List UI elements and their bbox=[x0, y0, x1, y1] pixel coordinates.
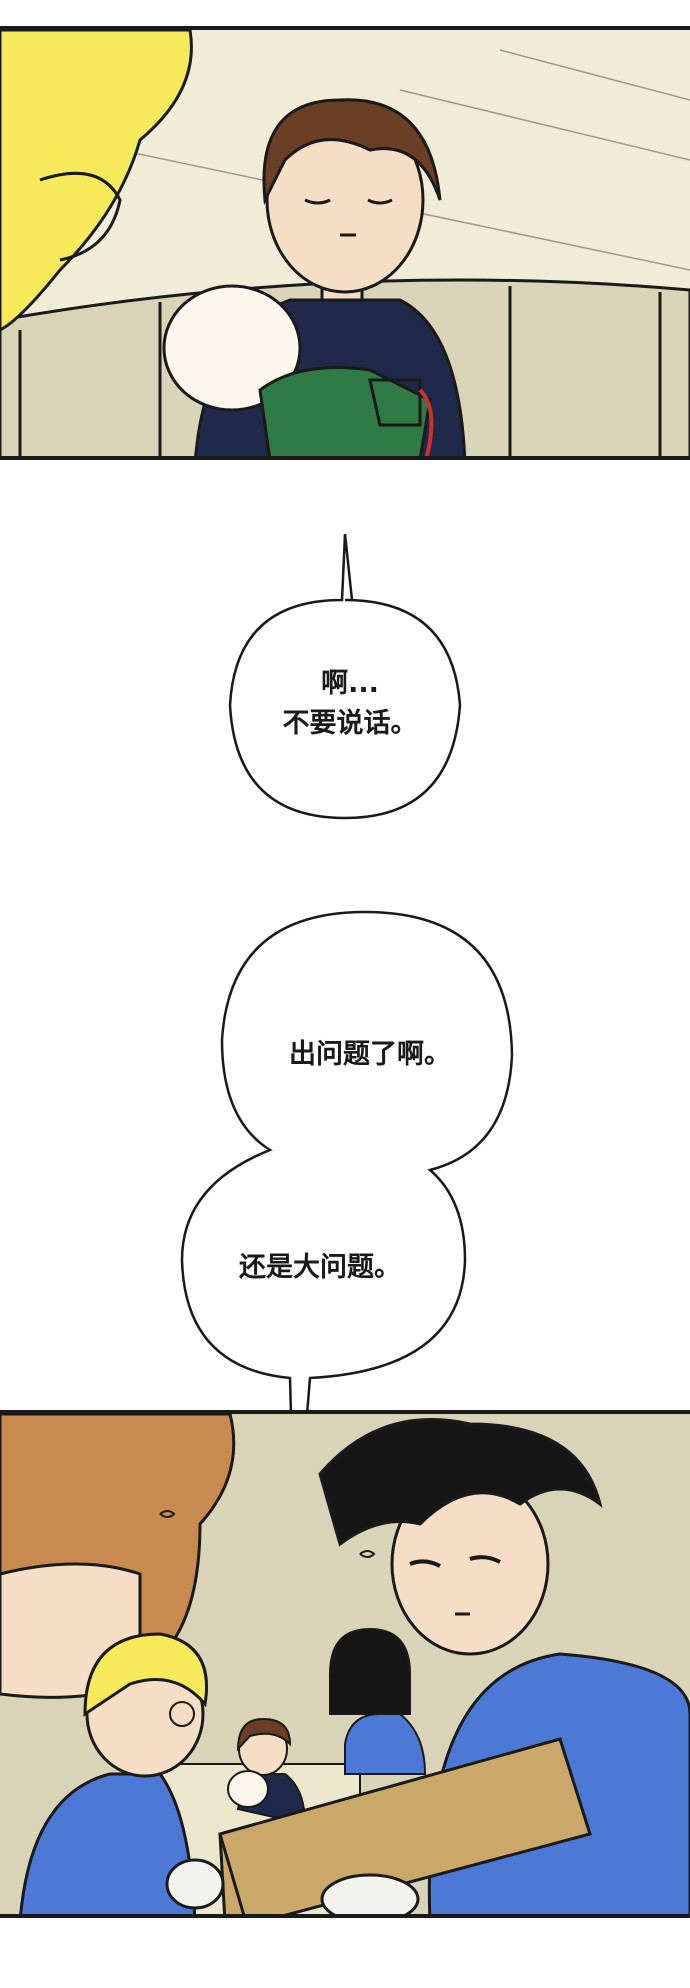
small-dog bbox=[227, 1770, 269, 1808]
panel-2-art bbox=[0, 1414, 690, 1914]
bubble-2-text: 出问题了啊。 bbox=[250, 1035, 490, 1075]
boy-hair bbox=[262, 98, 442, 206]
black-hair bbox=[318, 1418, 603, 1547]
panel-1-art bbox=[0, 30, 690, 456]
bubble-1-line-2: 不要说话。 bbox=[282, 708, 418, 739]
dog-head bbox=[162, 284, 302, 412]
sweat-swirl-icon bbox=[159, 1510, 176, 1518]
glove-hand bbox=[320, 1873, 420, 1914]
boy-eye-left bbox=[304, 198, 331, 205]
panel-group-carrying-box bbox=[0, 1410, 690, 1918]
vest-pocket bbox=[368, 378, 422, 427]
blond-hair-foreground bbox=[0, 30, 193, 332]
bubble-3-line-1: 还是大问题。 bbox=[239, 1252, 401, 1283]
bubble-1-line-1: 啊... bbox=[321, 668, 379, 699]
red-leash bbox=[418, 388, 434, 456]
bubble-2-line-1: 出问题了啊。 bbox=[289, 1039, 451, 1070]
glasses-foreground bbox=[39, 171, 122, 262]
cardboard-box bbox=[218, 1737, 592, 1914]
glove-hand bbox=[165, 1858, 225, 1910]
blond-boy-hair bbox=[83, 1632, 208, 1717]
boy-eye-left bbox=[409, 1559, 441, 1568]
boy-eye-right bbox=[469, 1555, 501, 1564]
bubble-3-text: 还是大问题。 bbox=[210, 1248, 430, 1288]
panel-boy-holding-dog bbox=[0, 26, 690, 460]
boy-eye-right bbox=[367, 198, 393, 205]
sweat-swirl-icon bbox=[359, 1550, 376, 1558]
ceiling-line bbox=[399, 89, 690, 161]
glasses-icon bbox=[169, 1701, 195, 1727]
bubble-1-text: 啊... 不要说话。 bbox=[250, 664, 450, 744]
box-edge bbox=[218, 1833, 246, 1914]
girl-hair bbox=[329, 1627, 411, 1715]
ceiling-line bbox=[499, 49, 690, 101]
small-boy-hair bbox=[236, 1717, 292, 1752]
